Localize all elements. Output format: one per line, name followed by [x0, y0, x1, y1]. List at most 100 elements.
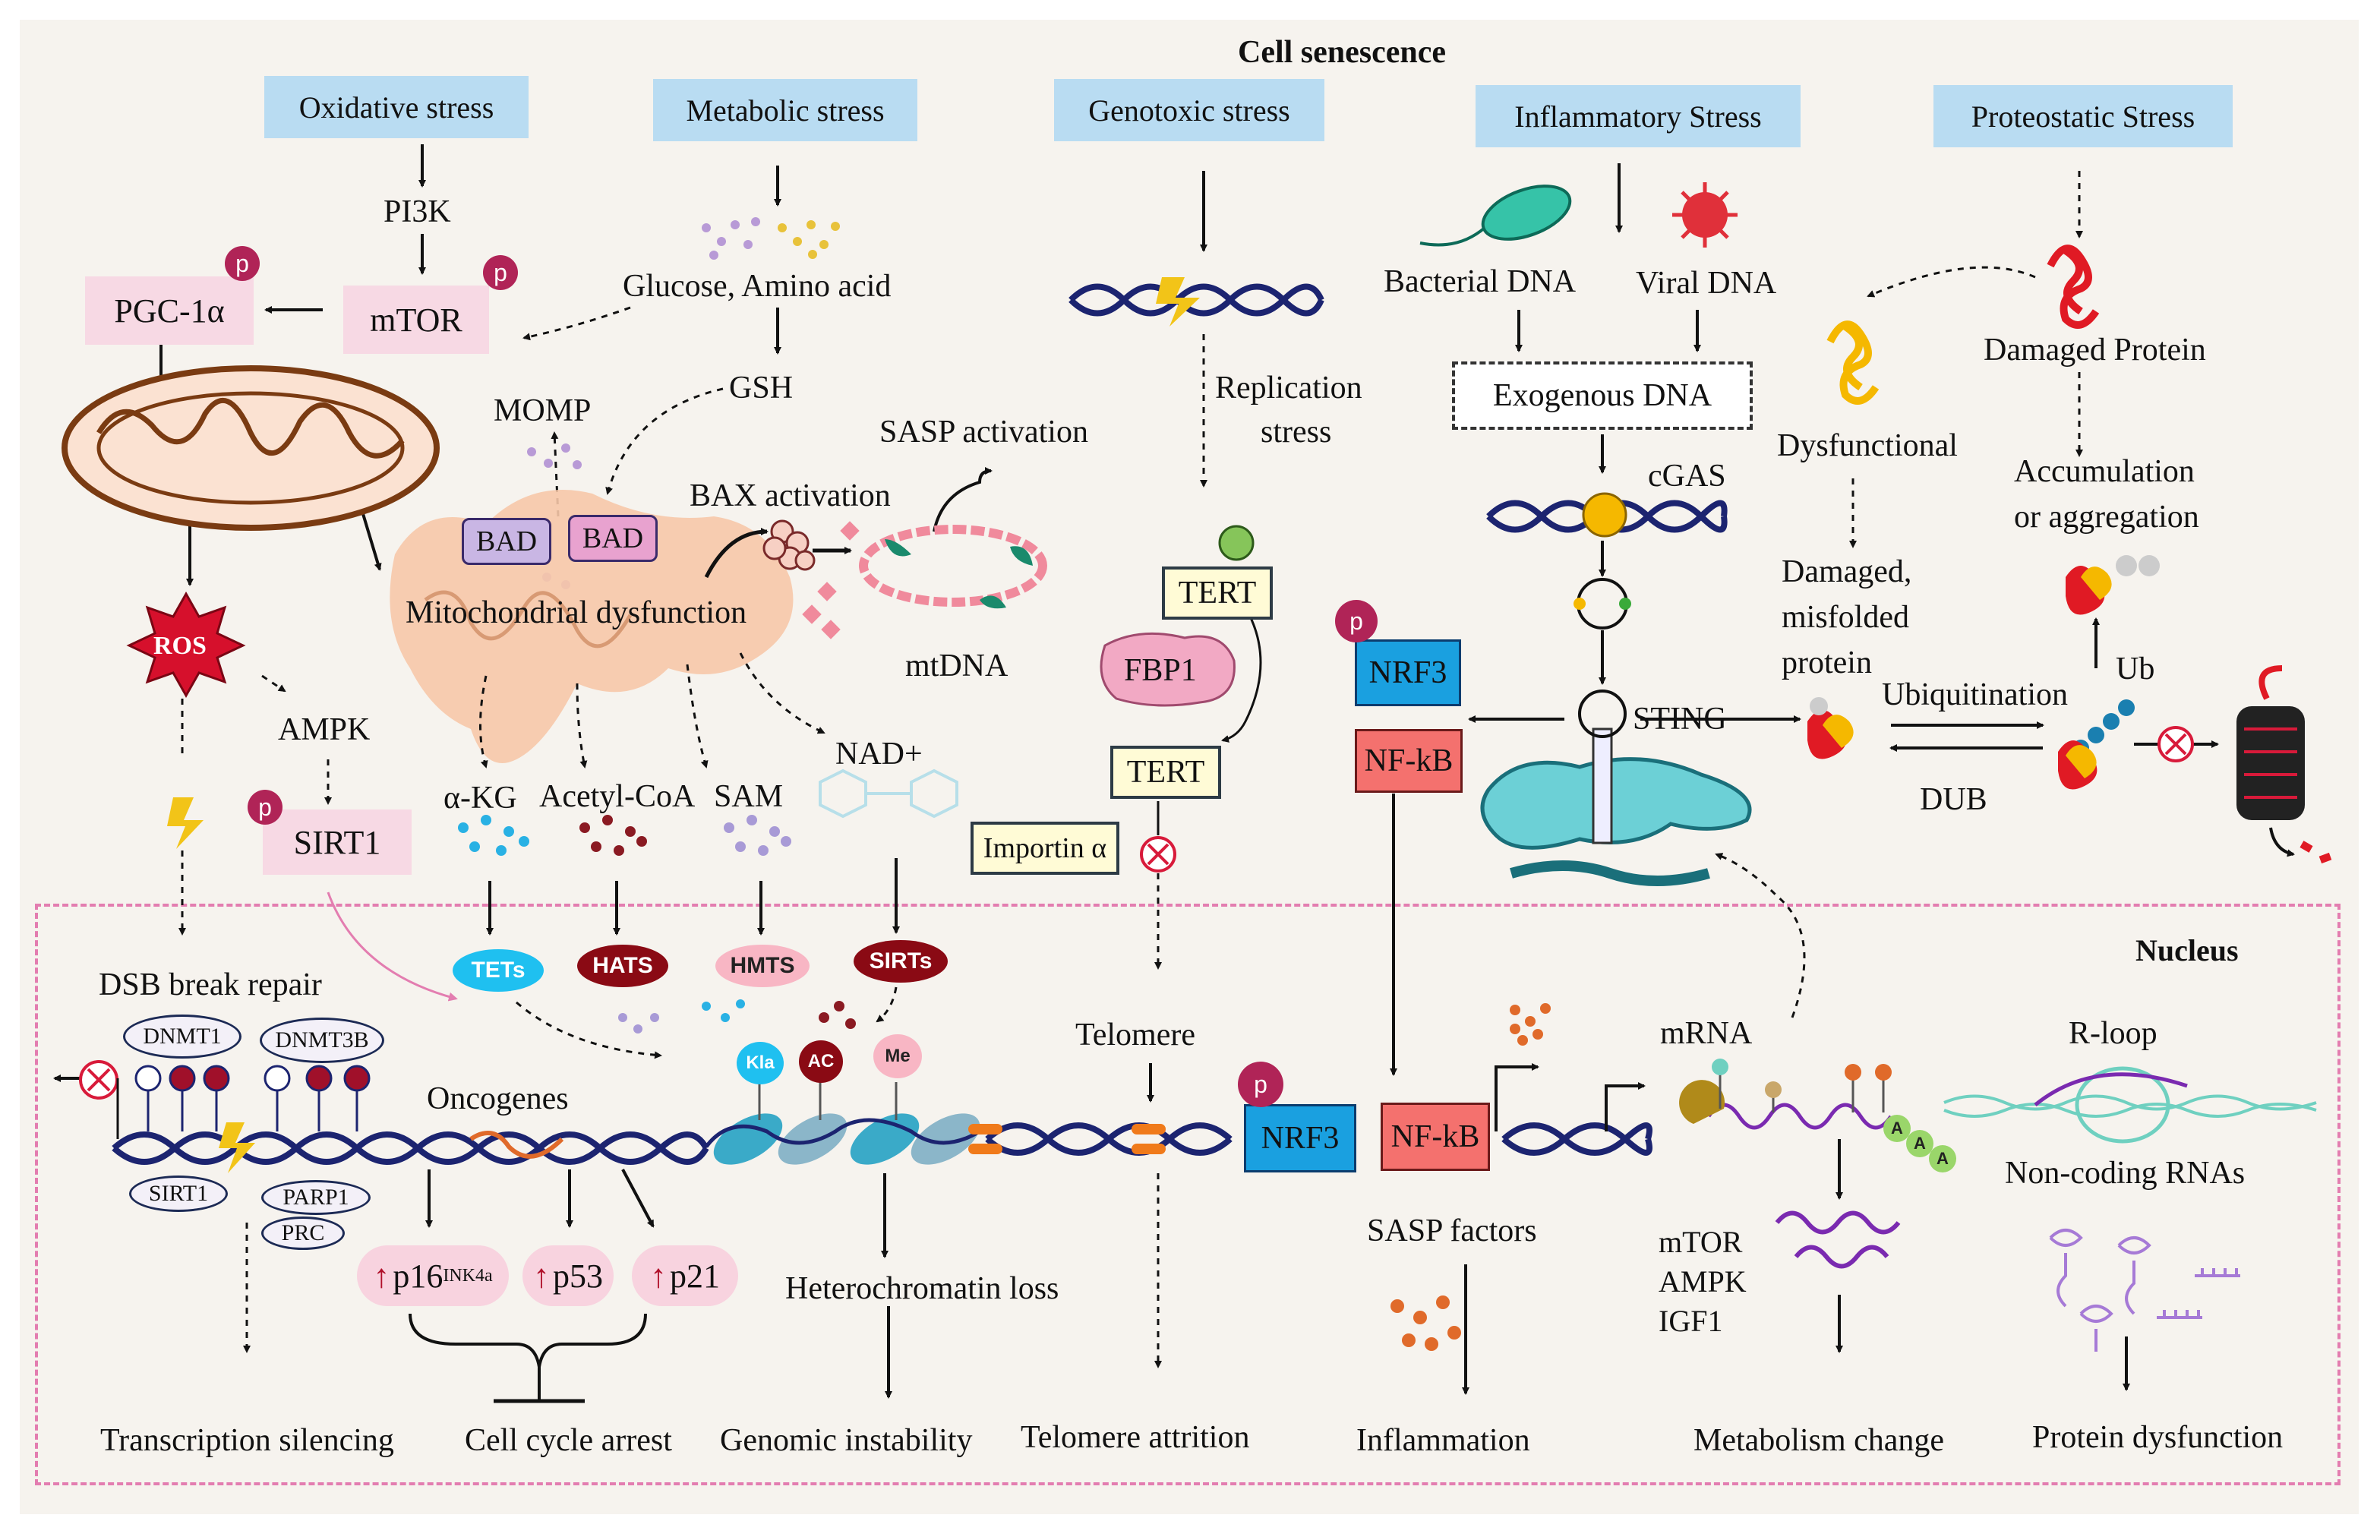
nucleus-boundary	[35, 904, 2341, 1485]
mtor-nuclear-label: mTOR	[1659, 1225, 1743, 1259]
bad-box: BAD	[568, 515, 658, 562]
bad-box: BAD	[462, 518, 551, 565]
outcome-telomere-attrition: Telomere attrition	[1021, 1420, 1250, 1455]
p16-label: p16	[393, 1257, 443, 1295]
ampk-label: AMPK	[278, 712, 371, 747]
stress-label: stress	[1261, 415, 1332, 450]
diagram-title: Cell senescence	[1238, 35, 1447, 70]
acetyl-coa-label: Acetyl-CoA	[539, 779, 696, 814]
mtdna-icon	[859, 525, 1047, 607]
mtdna-label: mtDNA	[905, 649, 1009, 683]
aggregate-icon	[2066, 555, 2160, 615]
outcome-genomic-instability: Genomic instability	[720, 1423, 973, 1458]
nad-label: NAD+	[835, 737, 923, 772]
cgas-icon	[1582, 492, 1627, 538]
genotoxic-stress-box: Genotoxic stress	[1054, 79, 1324, 141]
sting-icon	[1592, 727, 1613, 844]
ub-label: Ub	[2116, 652, 2155, 686]
mtor-box: mTOR	[343, 286, 489, 354]
phospho-badge: p	[248, 790, 283, 825]
nfkb-box: NF-kB	[1355, 729, 1463, 793]
damaged-protein-label: Damaged Protein	[1984, 333, 2206, 368]
hmts-pill: HMTS	[715, 945, 810, 987]
pi3k-label: PI3K	[384, 194, 451, 229]
proteasome-icon	[2236, 665, 2332, 864]
nucleosome-icon	[705, 1113, 981, 1165]
dsb-repair-label: DSB break repair	[99, 967, 322, 1002]
dnmt1-oval: DNMT1	[123, 1015, 241, 1059]
ros-burst-icon	[126, 591, 246, 699]
protein-wave-icon	[1775, 1210, 1901, 1269]
sasp-activation-label: SASP activation	[879, 415, 1088, 450]
dub-label: DUB	[1920, 782, 1987, 817]
p21-badge: ↑p21	[632, 1245, 738, 1306]
prc-oval: PRC	[261, 1217, 345, 1250]
r-loop-icon	[1943, 1066, 2317, 1144]
oncogenes-label: Oncogenes	[427, 1081, 569, 1116]
sam-label: SAM	[714, 779, 784, 814]
er-icon	[1480, 757, 1752, 850]
p21-label: p21	[670, 1257, 720, 1295]
sasp-factors-label: SASP factors	[1367, 1213, 1537, 1248]
phospho-badge: p	[225, 246, 260, 281]
nfkb-nuclear-box: NF-kB	[1381, 1103, 1490, 1171]
dnmt3b-oval: DNMT3B	[260, 1018, 384, 1063]
polya-tail: A	[1929, 1145, 1956, 1172]
ac-pill: AC	[799, 1040, 843, 1083]
brace	[409, 1313, 647, 1368]
tert-box: TERT	[1110, 746, 1221, 799]
cgas-label: cGAS	[1648, 459, 1726, 494]
p16-superscript: INK4a	[443, 1265, 493, 1286]
aggregation-label: or aggregation	[2014, 500, 2199, 535]
bacterial-dna-label: Bacterial DNA	[1384, 264, 1577, 299]
virus-icon	[1672, 182, 1738, 248]
me-pill: Me	[873, 1034, 922, 1078]
sirts-pill: SIRTs	[854, 940, 948, 983]
mrna-label: mRNA	[1660, 1016, 1753, 1051]
tert-box: TERT	[1162, 566, 1273, 620]
r-loop-label: R-loop	[2069, 1016, 2157, 1051]
noncoding-rnas-label: Non-coding RNAs	[2005, 1156, 2246, 1191]
telomere-label: Telomere	[1075, 1018, 1195, 1052]
importin-box: Importin α	[971, 822, 1119, 875]
phospho-icon	[1218, 525, 1255, 561]
ubiquitination-label: Ubiquitination	[1882, 677, 2068, 712]
nutrient-dots-icon	[702, 217, 840, 260]
exogenous-dna-box: Exogenous DNA	[1452, 361, 1753, 430]
bax-cluster-icon	[762, 519, 816, 571]
nad-molecule-icon	[819, 768, 958, 819]
parp1-oval: PARP1	[261, 1180, 371, 1215]
damaged-dna-icon	[1068, 283, 1324, 317]
nuclear-dna-icon	[112, 1122, 1652, 1165]
bacterium-icon	[1419, 185, 1572, 247]
nrf3-nuclear-box: NRF3	[1244, 1104, 1356, 1172]
ub-chain-icon	[2058, 699, 2135, 790]
viral-dna-label: Viral DNA	[1636, 266, 1777, 301]
fbp1-label: FBP1	[1124, 653, 1197, 688]
p53-badge: ↑p53	[522, 1245, 614, 1306]
nucleus-label: Nucleus	[2135, 933, 2239, 967]
phospho-badge: p	[1238, 1062, 1283, 1107]
sasp-dots-icon	[1390, 1003, 1551, 1351]
sting-label: STING	[1633, 702, 1727, 737]
sirt1-box: SIRT1	[263, 809, 412, 875]
nrf3-box: NRF3	[1355, 639, 1461, 706]
misfolded-label: misfolded	[1782, 600, 1909, 635]
akg-dots-icon	[458, 815, 529, 856]
ampk-nuclear-label: AMPK	[1659, 1264, 1747, 1299]
phospho-badge: p	[1335, 600, 1378, 642]
mrna-icon	[1679, 1059, 1893, 1130]
p53-label: p53	[553, 1257, 603, 1295]
polya-tail: A	[1883, 1115, 1911, 1142]
outcome-metabolism-change: Metabolism change	[1693, 1423, 1945, 1458]
dysfunctional-label: Dysfunctional	[1777, 428, 1958, 463]
accumulation-label: Accumulation	[2014, 454, 2195, 489]
glucose-label: Glucose, Amino acid	[623, 269, 892, 304]
mitochondrial-dysfunction-label: Mitochondrial dysfunction	[406, 595, 747, 630]
gsh-label: GSH	[729, 371, 794, 406]
lightning-icon	[167, 797, 204, 849]
igf1-label: IGF1	[1659, 1304, 1723, 1338]
fbp1-blob-icon	[1100, 632, 1236, 707]
noncoding-rna-icon	[2049, 1229, 2240, 1352]
